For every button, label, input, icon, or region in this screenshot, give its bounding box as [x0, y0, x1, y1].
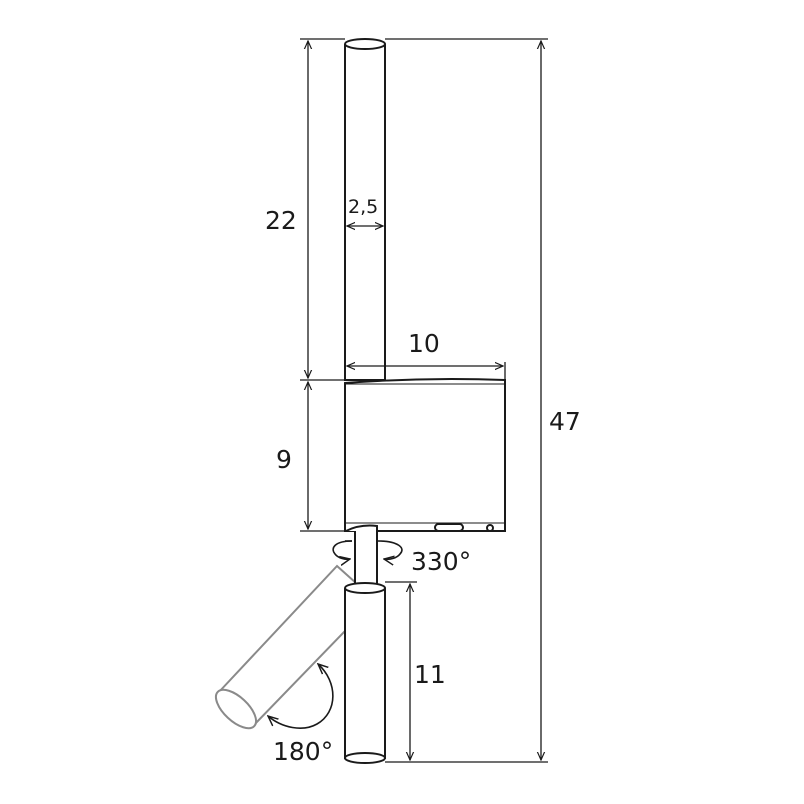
label-vertical-rotation: 180° — [273, 737, 333, 766]
label-body-height: 9 — [276, 445, 292, 474]
body-block — [344, 378, 506, 532]
top-rod — [344, 38, 386, 381]
label-body-width: 10 — [408, 329, 440, 358]
label-horizontal-rotation: 330° — [411, 547, 471, 576]
vertical-rotation-arrow — [268, 664, 334, 729]
label-spot-height: 11 — [414, 660, 446, 689]
label-top-rod-height: 22 — [265, 206, 297, 235]
horizontal-rotation-arrow — [332, 540, 403, 559]
label-rod-diameter: 2,5 — [348, 196, 378, 218]
label-total-height: 47 — [549, 407, 581, 436]
bottom-spot — [344, 582, 386, 764]
dim-body-height — [300, 382, 345, 532]
switch-slot — [434, 523, 464, 532]
swivel-joint — [345, 524, 378, 586]
dim-body-width — [347, 362, 506, 380]
screw-hole — [486, 524, 494, 532]
dim-top-rod-height — [300, 38, 345, 381]
dim-total-height — [385, 38, 548, 763]
dim-spot-height — [385, 581, 417, 760]
